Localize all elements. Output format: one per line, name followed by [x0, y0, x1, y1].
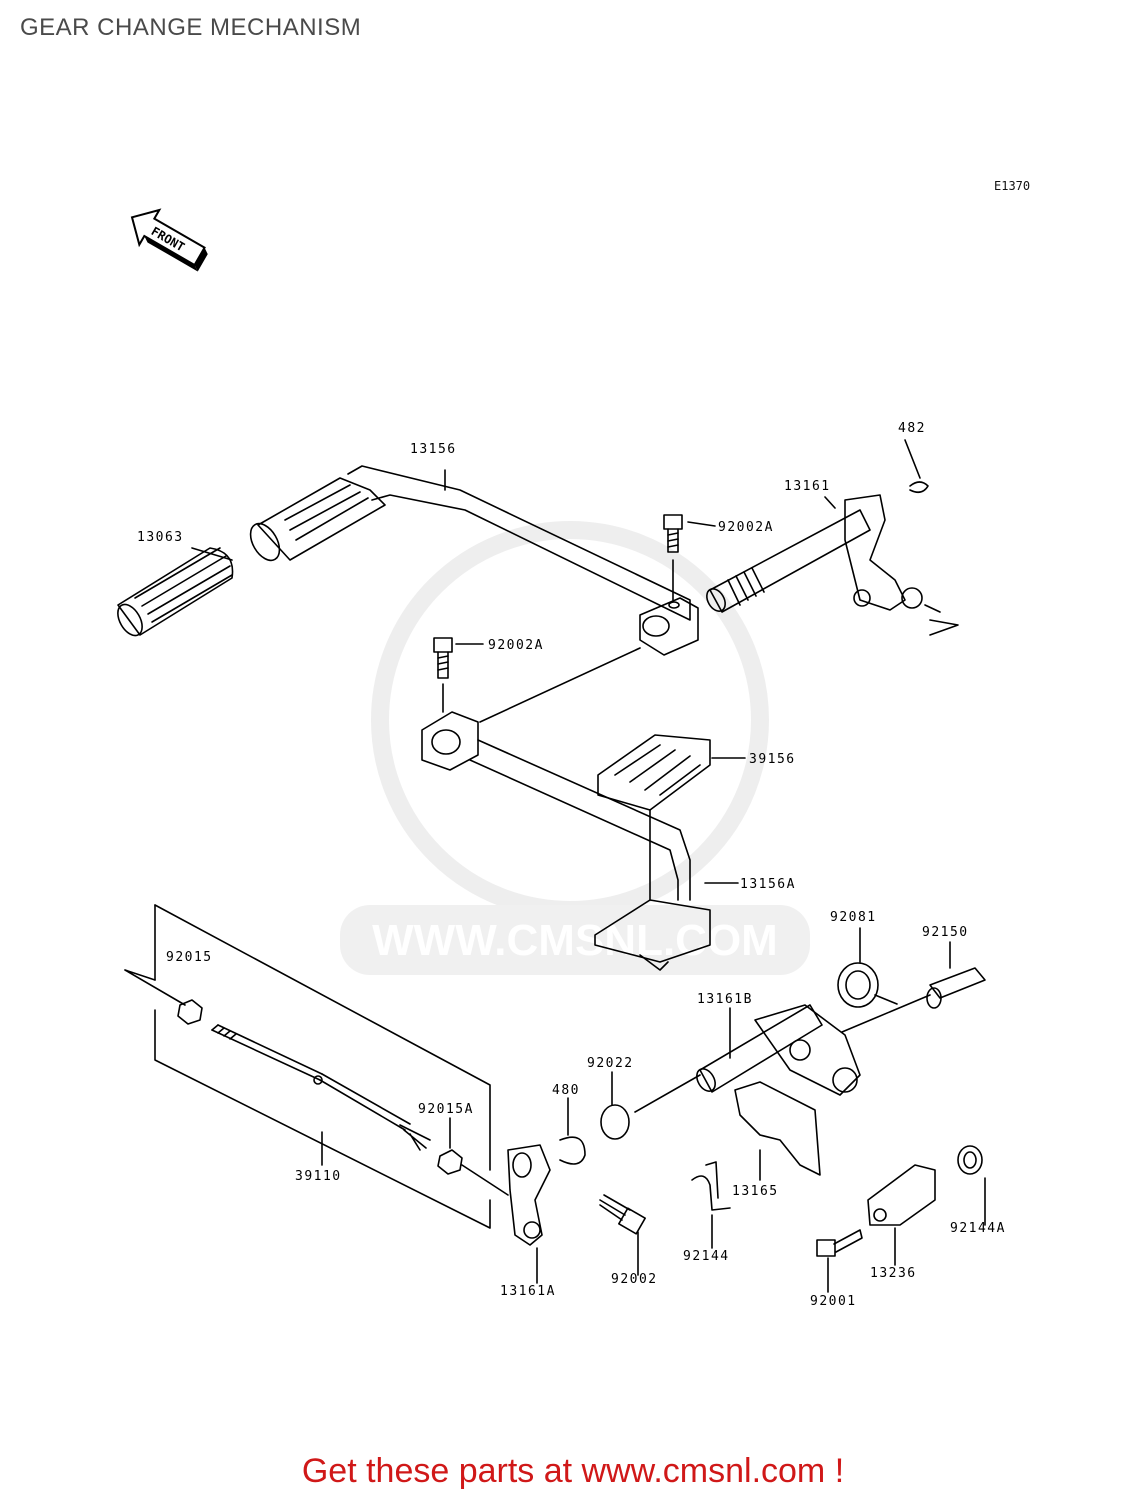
label-92081: 92081: [830, 910, 877, 925]
spring-92081: [837, 962, 898, 1008]
bolt-92002: [599, 1194, 646, 1235]
circlip-480: [559, 1136, 586, 1165]
nut-92015: [177, 999, 203, 1025]
label-13161a: 13161A: [500, 1284, 556, 1299]
footer-suffix: !: [825, 1452, 845, 1490]
label-13161: 13161: [784, 479, 831, 494]
label-92002: 92002: [611, 1272, 658, 1287]
label-92144a: 92144A: [950, 1221, 1006, 1236]
label-482: 482: [898, 421, 926, 436]
label-39110: 39110: [295, 1169, 342, 1184]
label-92144: 92144: [683, 1249, 730, 1264]
label-39156: 39156: [749, 752, 796, 767]
diagram-code: E1370: [994, 179, 1030, 193]
front-arrow-icon: FRONT: [130, 208, 208, 272]
shift-shaft-13161b: [696, 1004, 861, 1096]
footer-link[interactable]: www.cmsnl.com: [581, 1452, 826, 1490]
label-13161b: 13161B: [697, 992, 753, 1007]
watermark-text: WWW.CMSNL.COM: [372, 916, 778, 965]
label-92015: 92015: [166, 950, 213, 965]
label-13156a: 13156A: [740, 877, 796, 892]
label-92001: 92001: [810, 1294, 857, 1309]
brake-lever: [421, 647, 711, 971]
bolt-92002a-top: [663, 514, 683, 601]
label-13156: 13156: [410, 442, 457, 457]
label-13236: 13236: [870, 1266, 917, 1281]
watermark: WWW.CMSNL.COM: [340, 521, 810, 975]
plate-13165: [734, 1081, 821, 1176]
page-title: GEAR CHANGE MECHANISM: [20, 14, 362, 41]
label-92002a-mid: 92002A: [488, 638, 544, 653]
shift-lever: [249, 465, 699, 656]
label-92022: 92022: [587, 1056, 634, 1071]
label-13165: 13165: [732, 1184, 779, 1199]
label-92002a-top: 92002A: [718, 520, 774, 535]
tie-rod: [211, 1024, 431, 1151]
label-92015a: 92015A: [418, 1102, 474, 1117]
nut-92015a: [437, 1149, 463, 1175]
pin-92150: [926, 967, 986, 1009]
spring-92144: [691, 1161, 731, 1211]
bolt-92001: [816, 1229, 863, 1257]
shift-shaft: [706, 481, 959, 636]
label-480: 480: [552, 1083, 580, 1098]
bolt-92002a-mid: [433, 637, 453, 713]
spring-92144a: [957, 1145, 983, 1175]
pedal-rubber: [597, 734, 711, 901]
footpeg-rubber: [117, 547, 234, 637]
washer-92022: [600, 1104, 630, 1140]
label-92150: 92150: [922, 925, 969, 940]
footer-prefix: Get these parts at: [301, 1452, 582, 1490]
bracket-13236: [867, 1164, 936, 1226]
label-13063: 13063: [137, 530, 184, 545]
shift-arm-13161a: [507, 1144, 551, 1246]
footer-cta: Get these parts at www.cmsnl.com !: [0, 1452, 1146, 1491]
